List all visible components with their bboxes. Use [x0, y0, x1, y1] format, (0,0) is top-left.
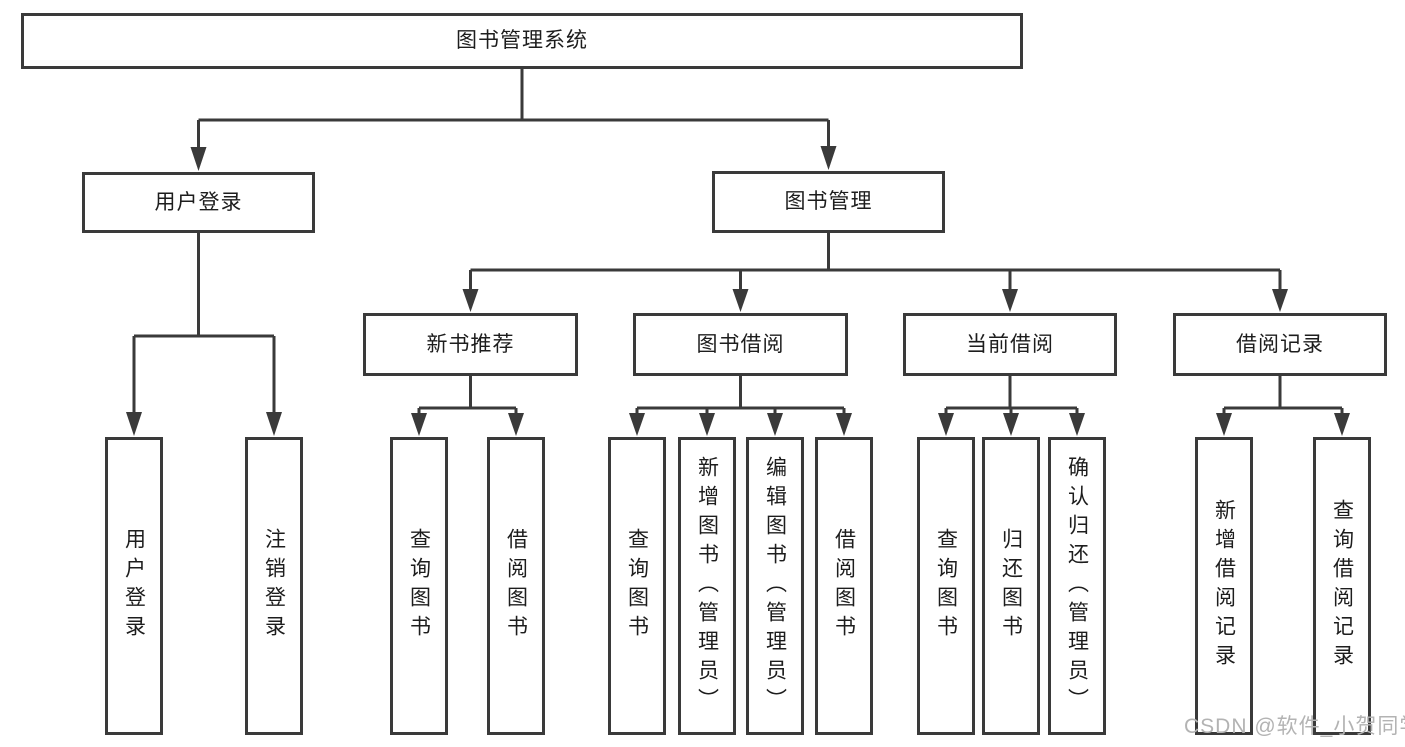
leaf-label: 查询图书 [934, 528, 958, 644]
leaf-label: 归还图书 [999, 528, 1023, 644]
node-book-borrow: 图书借阅 [633, 313, 848, 376]
node-root-library-system: 图书管理系统 [21, 13, 1023, 69]
leaf-logout: 注销登录 [245, 437, 303, 735]
leaf-query-book-current: 查询图书 [917, 437, 975, 735]
node-label: 用户登录 [154, 190, 243, 214]
csdn-watermark: CSDN @软件_小贺同学 [1184, 715, 1405, 738]
leaf-query-book-borrow: 查询图书 [608, 437, 666, 735]
node-current-borrow: 当前借阅 [903, 313, 1117, 376]
node-label: 图书管理系统 [456, 29, 588, 53]
leaf-query-borrow-record: 查询借阅记录 [1313, 437, 1371, 735]
leaf-borrow-book-recommend: 借阅图书 [487, 437, 545, 735]
leaf-label: 查询图书 [625, 528, 649, 644]
node-label: 借阅记录 [1236, 332, 1324, 356]
leaf-label: 新增借阅记录 [1212, 499, 1236, 673]
leaf-label: 借阅图书 [504, 528, 528, 644]
leaf-add-book-admin: 新增图书（管理员） [678, 437, 736, 735]
leaf-label: 注销登录 [262, 528, 286, 644]
leaf-edit-book-admin: 编辑图书（管理员） [746, 437, 804, 735]
leaf-label: 确认归还（管理员） [1065, 455, 1089, 717]
leaf-return-book: 归还图书 [982, 437, 1040, 735]
node-label: 图书管理 [784, 190, 873, 214]
leaf-user-login: 用户登录 [105, 437, 163, 735]
leaf-label: 查询借阅记录 [1330, 499, 1354, 673]
node-borrow-record: 借阅记录 [1173, 313, 1387, 376]
leaf-label: 编辑图书（管理员） [763, 455, 787, 717]
node-new-book-recommend: 新书推荐 [363, 313, 578, 376]
node-label: 图书借阅 [696, 332, 785, 356]
node-user-login: 用户登录 [82, 172, 315, 233]
leaf-label: 借阅图书 [832, 528, 856, 644]
leaf-confirm-return-admin: 确认归还（管理员） [1048, 437, 1106, 735]
leaf-borrow-book: 借阅图书 [815, 437, 873, 735]
node-label: 新书推荐 [426, 332, 515, 356]
node-book-management: 图书管理 [712, 171, 945, 233]
leaf-label: 新增图书（管理员） [695, 455, 719, 717]
leaf-add-borrow-record: 新增借阅记录 [1195, 437, 1253, 735]
leaf-label: 用户登录 [122, 528, 146, 644]
leaf-label: 查询图书 [407, 528, 431, 644]
leaf-query-book-recommend: 查询图书 [390, 437, 448, 735]
node-label: 当前借阅 [966, 332, 1054, 356]
